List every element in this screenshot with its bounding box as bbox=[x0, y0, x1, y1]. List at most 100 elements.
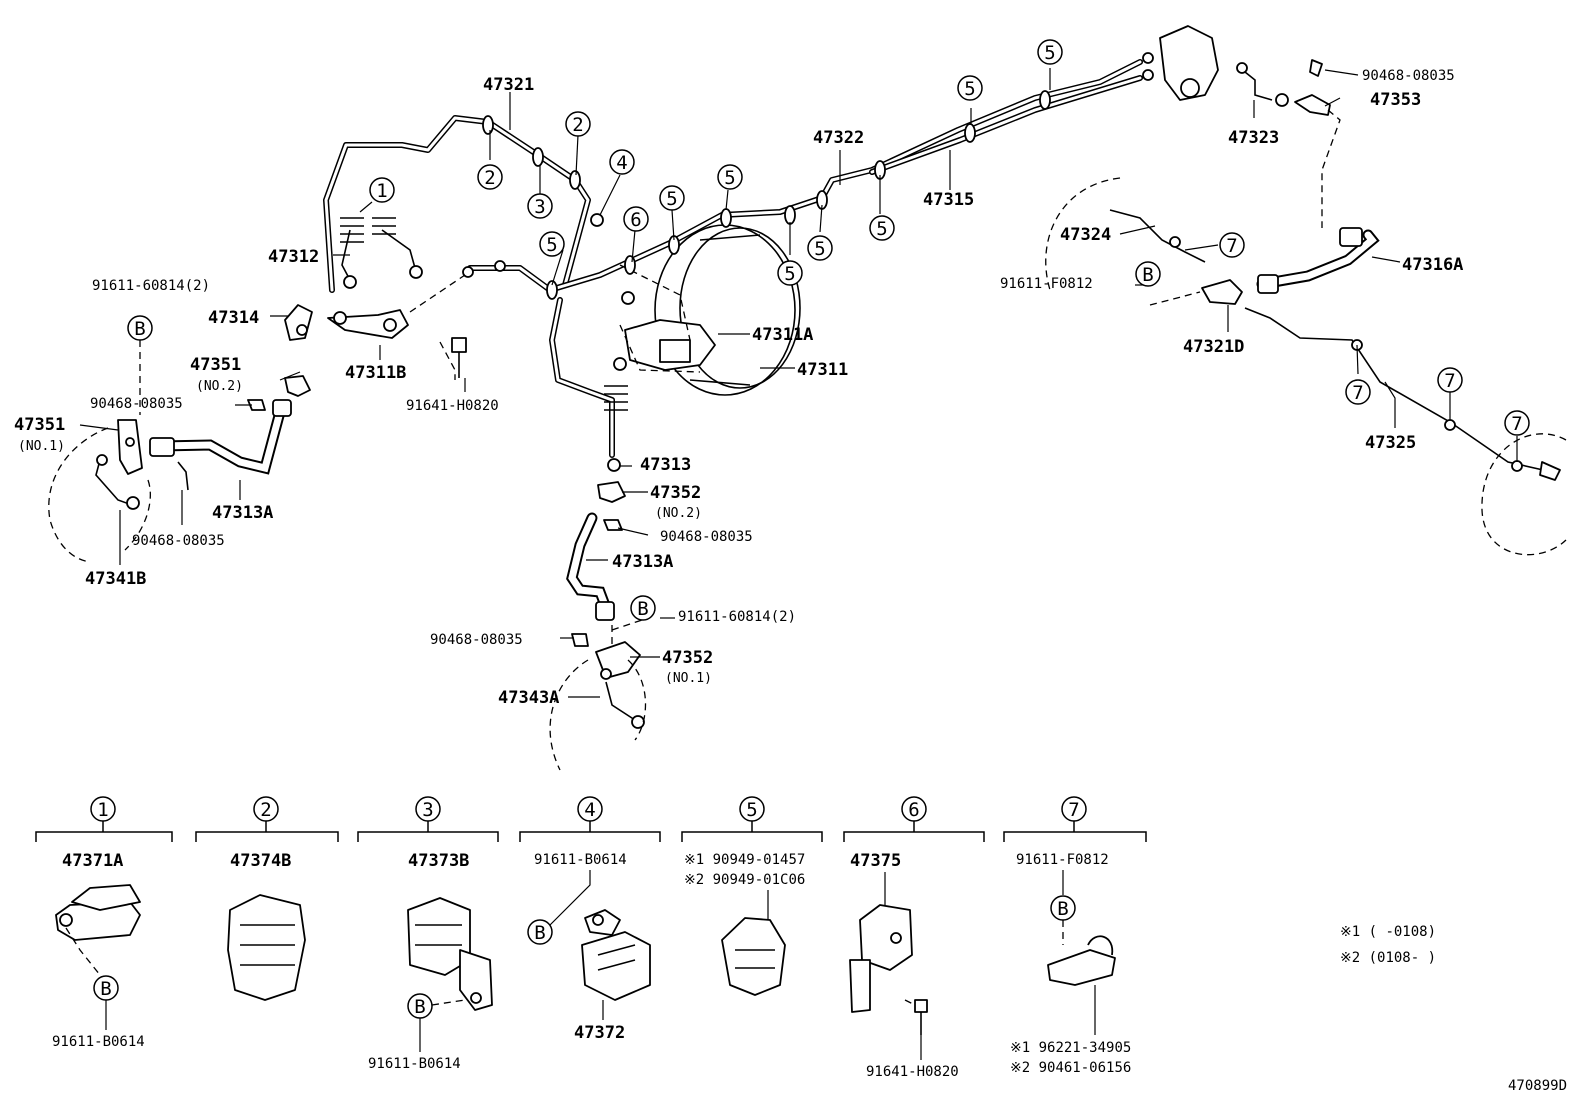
key-7: 7 91611-F0812 B ※1 96221-34905 ※2 90461-… bbox=[1003, 796, 1147, 1076]
label-47315: 47315 bbox=[923, 190, 974, 210]
front-wheel-tube-47343A bbox=[549, 659, 647, 771]
label-no1-a: (NO.1) bbox=[18, 439, 65, 454]
label-91641-H0820: 91641-H0820 bbox=[406, 398, 499, 414]
brake-tube-47322 bbox=[467, 59, 1143, 293]
key-2: 2 47374B bbox=[195, 796, 339, 1001]
svg-text:6: 6 bbox=[908, 799, 919, 821]
clamp-coils-47312 bbox=[340, 217, 628, 472]
svg-text:91641-H0820: 91641-H0820 bbox=[866, 1064, 959, 1080]
svg-text:B: B bbox=[534, 922, 545, 944]
callout-5e: 5 bbox=[807, 235, 833, 261]
label-90468-c2: 90468-08035 bbox=[430, 632, 523, 648]
key-1: 1 47371A B 91611-B0614 bbox=[35, 796, 173, 1050]
bracket-47314 bbox=[284, 304, 313, 341]
svg-text:7: 7 bbox=[1444, 370, 1455, 392]
svg-text:1: 1 bbox=[376, 180, 387, 202]
callout-7b: 7 bbox=[1345, 379, 1371, 405]
svg-text:47371A: 47371A bbox=[62, 851, 123, 871]
label-no2-b: (NO.2) bbox=[655, 506, 702, 521]
bracket-47351-no2 bbox=[284, 375, 311, 397]
label-47322: 47322 bbox=[813, 128, 864, 148]
label-90468-l2: 90468-08035 bbox=[132, 533, 225, 549]
label-no2-a: (NO.2) bbox=[196, 379, 243, 394]
master-cylinder bbox=[1142, 25, 1248, 101]
svg-text:7: 7 bbox=[1226, 235, 1237, 257]
svg-text:47374B: 47374B bbox=[230, 851, 291, 871]
diagram-id: 470899D bbox=[1508, 1078, 1567, 1094]
callout-5a: 5 bbox=[539, 231, 565, 257]
svg-text:2: 2 bbox=[260, 799, 271, 821]
svg-text:5: 5 bbox=[746, 799, 757, 821]
svg-text:※2 90949-01C06: ※2 90949-01C06 bbox=[684, 872, 805, 888]
svg-text:47375: 47375 bbox=[850, 851, 901, 871]
callout-5b: 5 bbox=[659, 185, 685, 211]
label-47321D: 47321D bbox=[1183, 337, 1244, 357]
abs-actuator-47311 bbox=[613, 264, 716, 373]
svg-text:B: B bbox=[1142, 264, 1153, 286]
bracket-47352-no2 bbox=[597, 481, 626, 503]
callout-5d: 5 bbox=[777, 260, 803, 286]
svg-text:B: B bbox=[134, 318, 145, 340]
svg-text:B: B bbox=[637, 598, 648, 620]
callout-7c: 7 bbox=[1437, 367, 1463, 393]
bolt-91641-H0820-main bbox=[439, 337, 467, 380]
label-47352-no1: 47352 bbox=[662, 648, 713, 668]
callout-1: 1 bbox=[369, 177, 395, 203]
svg-text:7: 7 bbox=[1511, 413, 1522, 435]
label-91611-60814-left: 91611-60814(2) bbox=[92, 278, 210, 294]
label-47313A-center: 47313A bbox=[612, 552, 673, 572]
svg-text:6: 6 bbox=[630, 209, 641, 231]
label-90468-top: 90468-08035 bbox=[1362, 68, 1455, 84]
flexible-hose-47316A bbox=[1256, 227, 1380, 294]
callout-b-left: B bbox=[127, 315, 153, 341]
svg-text:B: B bbox=[100, 978, 111, 1000]
left-wheel-tube-47341B bbox=[48, 340, 151, 563]
svg-text:1: 1 bbox=[97, 799, 108, 821]
label-47343A: 47343A bbox=[498, 688, 559, 708]
clip-90468-center bbox=[571, 519, 623, 647]
label-47312: 47312 bbox=[268, 247, 319, 267]
callout-5c: 5 bbox=[717, 164, 743, 190]
label-90468-c1: 90468-08035 bbox=[660, 529, 753, 545]
svg-text:2: 2 bbox=[484, 167, 495, 189]
brake-tube-47315 bbox=[869, 75, 1143, 175]
label-91611-F0812: 91611-F0812 bbox=[1000, 276, 1093, 292]
bracket-47311B bbox=[327, 274, 466, 339]
flexible-hose-47313A-center bbox=[566, 512, 615, 621]
svg-text:※1 96221-34905: ※1 96221-34905 bbox=[1010, 1040, 1131, 1056]
callout-5g: 5 bbox=[957, 75, 983, 101]
note-2: ※2 (0108- ) bbox=[1340, 950, 1436, 966]
label-47321: 47321 bbox=[483, 75, 534, 95]
svg-text:B: B bbox=[414, 996, 425, 1018]
note-1: ※1 ( -0108) bbox=[1340, 924, 1436, 940]
svg-text:7: 7 bbox=[1068, 799, 1079, 821]
tube-clamp-markers bbox=[482, 90, 1523, 472]
label-47313: 47313 bbox=[640, 455, 691, 475]
key-3: 3 47373B B 91611-B0614 bbox=[357, 796, 499, 1072]
label-47311B: 47311B bbox=[345, 363, 406, 383]
callout-5f: 5 bbox=[869, 215, 895, 241]
label-47311: 47311 bbox=[797, 360, 848, 380]
brake-tube-47313 bbox=[549, 297, 615, 458]
callout-2a: 2 bbox=[477, 164, 503, 190]
svg-text:2: 2 bbox=[572, 114, 583, 136]
brake-tube-47312 bbox=[341, 229, 416, 281]
svg-text:91611-B0614: 91611-B0614 bbox=[534, 852, 627, 868]
svg-text:B: B bbox=[1057, 898, 1068, 920]
bracket-47352-no1 bbox=[595, 617, 649, 680]
label-47311A: 47311A bbox=[752, 325, 813, 345]
svg-text:91611-B0614: 91611-B0614 bbox=[52, 1034, 145, 1050]
label-47352-no2: 47352 bbox=[650, 483, 701, 503]
callout-b-right: B bbox=[1135, 261, 1161, 287]
svg-text:3: 3 bbox=[422, 799, 433, 821]
svg-text:5: 5 bbox=[546, 234, 557, 256]
bracket-47353 bbox=[1275, 93, 1341, 228]
clip-90468-left bbox=[177, 399, 266, 491]
svg-text:7: 7 bbox=[1352, 382, 1363, 404]
callout-4: 4 bbox=[609, 149, 635, 175]
flexible-hose-47313A-left bbox=[149, 399, 292, 475]
label-47313A-left: 47313A bbox=[212, 503, 273, 523]
svg-text:5: 5 bbox=[724, 167, 735, 189]
label-47341B: 47341B bbox=[85, 569, 146, 589]
